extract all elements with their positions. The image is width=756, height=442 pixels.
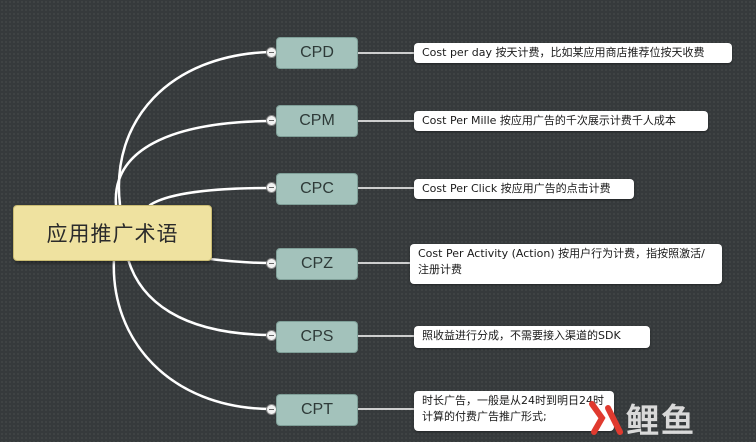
node-cpt[interactable]: CPT <box>276 394 358 426</box>
node-label: CPZ <box>301 255 333 272</box>
node-label: CPS <box>300 328 334 345</box>
node-cpd[interactable]: CPD <box>276 37 358 69</box>
note-cpz: Cost Per Activity (Action) 按用户行为计费，指按照激活… <box>410 244 722 284</box>
root-node[interactable]: 应用推广术语 <box>13 205 212 261</box>
note-cps: 照收益进行分成，不需要接入渠道的SDK <box>414 326 650 348</box>
node-cps[interactable]: CPS <box>276 321 358 353</box>
edge-root-cpt <box>112 257 272 411</box>
edge-root-cpm <box>114 119 272 207</box>
note-cpt: 时长广告，一般是从24时到明日24时计算的付费广告推广形式; <box>414 391 614 431</box>
node-cpc[interactable]: CPC <box>276 173 358 205</box>
note-cpc: Cost Per Click 按应用广告的点击计费 <box>414 179 634 199</box>
edge-root-cpc <box>148 186 272 207</box>
node-cpz[interactable]: CPZ <box>276 248 358 280</box>
node-label: CPD <box>300 44 334 61</box>
note-cpd: Cost per day 按天计费，比如某应用商店推荐位按天收费 <box>414 43 732 63</box>
node-label: CPT <box>301 401 333 418</box>
watermark-text: 鲤鱼 <box>626 401 696 440</box>
edge-root-cpz <box>208 257 272 265</box>
watermark-logo: 鲤鱼 <box>586 394 736 440</box>
root-label: 应用推广术语 <box>46 222 179 246</box>
note-cpm: Cost Per Mille 按应用广告的千次展示计费千人成本 <box>414 111 708 131</box>
node-label: CPC <box>300 180 334 197</box>
node-label: CPM <box>299 112 335 129</box>
edge-root-cps <box>126 257 272 337</box>
edge-root-cpd <box>117 50 272 207</box>
node-cpm[interactable]: CPM <box>276 105 358 137</box>
watermark-mark-icon <box>589 401 623 435</box>
